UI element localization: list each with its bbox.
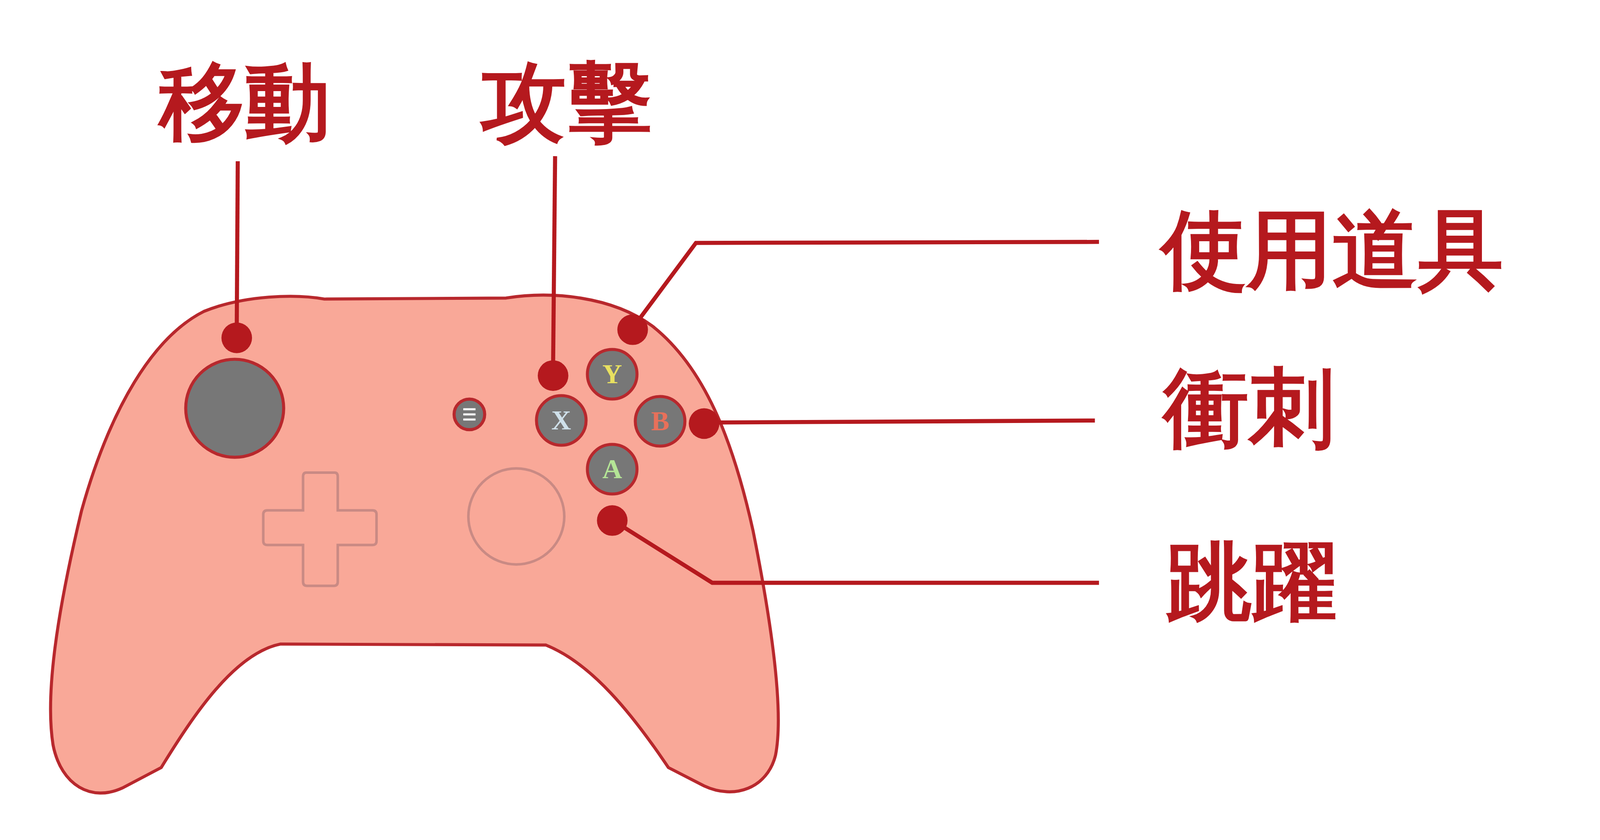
leader-lines (236, 156, 1099, 584)
button-letter: A (585, 442, 639, 496)
button-letter: Y (585, 347, 639, 401)
right-stick (468, 468, 565, 565)
left-stick (185, 359, 284, 458)
leader-dots (221, 314, 720, 537)
face-button: X (534, 394, 588, 448)
face-button: A (585, 442, 639, 496)
face-button: Y (585, 347, 639, 401)
control-label: 使用道具 (1161, 207, 1504, 293)
control-label: 攻擊 (480, 59, 652, 146)
controller-body (50, 295, 779, 794)
control-label: 衝刺 (1163, 365, 1335, 451)
menu-button (453, 399, 485, 430)
control-label: 移動 (159, 59, 331, 146)
d-pad (263, 472, 377, 587)
button-letter: B (633, 394, 687, 448)
control-label: 跳躍 (1166, 539, 1338, 625)
face-button: B (633, 394, 687, 448)
menu-icon (463, 409, 476, 420)
button-letter: X (534, 394, 588, 448)
